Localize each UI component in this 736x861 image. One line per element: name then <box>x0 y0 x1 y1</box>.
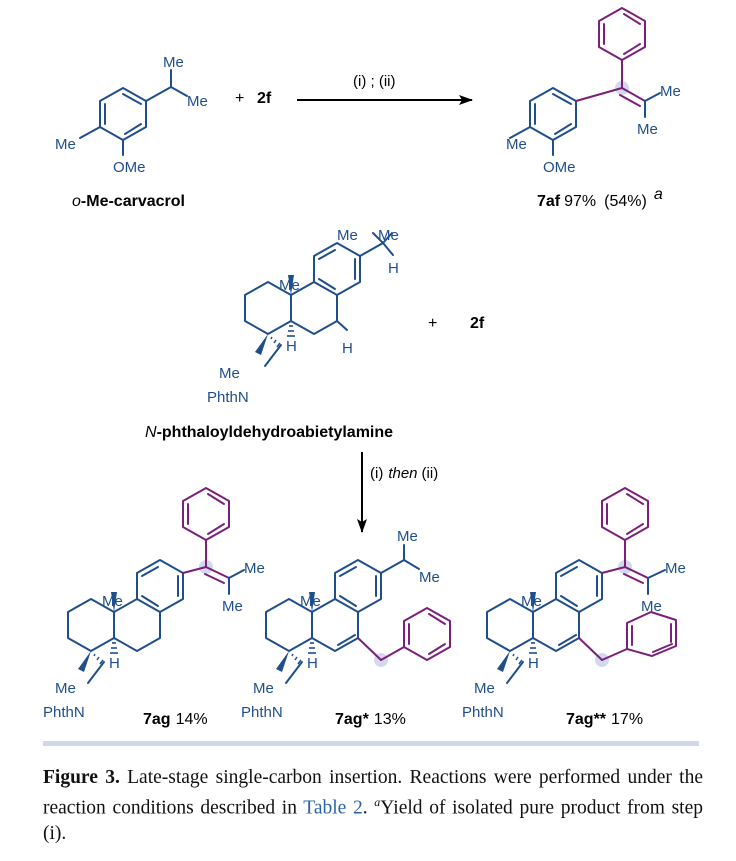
atom-me: Me <box>521 593 542 610</box>
substrate-n-phthaloyldehydroabietylamine: Me Me H H Me H Me PhthN <box>207 227 399 406</box>
atom-me: Me <box>665 560 686 577</box>
atom-me: Me <box>660 83 681 100</box>
plus-sign: + <box>428 315 437 332</box>
atom-me: Me <box>279 277 300 294</box>
atom-me: Me <box>163 54 184 71</box>
product-label-7af: 7af 97% (54%) a <box>537 186 663 210</box>
atom-me: Me <box>55 136 76 153</box>
figure-divider <box>43 741 699 746</box>
footnote-mark: a <box>374 795 381 809</box>
atom-h: H <box>528 655 539 672</box>
substrate-o-me-carvacrol: Me Me Me OMe <box>55 54 208 176</box>
table-2-link[interactable]: Table 2 <box>303 797 363 819</box>
atom-me: Me <box>637 121 658 138</box>
product-7af: Me OMe Me Me <box>506 7 681 176</box>
reagent-2f: 2f <box>470 315 485 332</box>
reaction-conditions: (i)then(ii) <box>370 465 438 482</box>
product-7ag-star: Me H Me PhthN Me Me <box>241 528 451 721</box>
product-7ag: Me H Me PhthN Me Me <box>43 487 265 721</box>
atom-ome: OMe <box>113 159 146 176</box>
atom-me: Me <box>641 598 662 615</box>
atom-me: Me <box>219 365 240 382</box>
atom-me: Me <box>337 227 358 244</box>
product-label-7ag-star: 7ag*13% <box>335 711 406 728</box>
atom-h: H <box>109 655 120 672</box>
atom-me: Me <box>187 93 208 110</box>
atom-me: Me <box>102 593 123 610</box>
atom-phthn: PhthN <box>207 389 249 406</box>
atom-me: Me <box>419 569 440 586</box>
atom-phthn: PhthN <box>43 704 85 721</box>
atom-me: Me <box>378 227 399 244</box>
atom-me: Me <box>222 598 243 615</box>
atom-me: Me <box>474 680 495 697</box>
caption-text: Late-stage single-carbon insertion. Reac… <box>43 767 703 819</box>
atom-me: Me <box>300 593 321 610</box>
atom-me: Me <box>397 528 418 545</box>
reaction-conditions: (i) ; (ii) <box>353 73 395 90</box>
atom-phthn: PhthN <box>462 704 504 721</box>
atom-h: H <box>342 340 353 357</box>
reagent-2f: 2f <box>257 90 272 107</box>
plus-sign: + <box>235 90 244 107</box>
caption-text: . <box>362 797 375 819</box>
caption-text: Yield of isolated pure product from step… <box>43 797 703 844</box>
atom-ome: OMe <box>543 159 576 176</box>
substrate-label: o-Me-carvacrol <box>72 193 185 210</box>
reaction-scheme: Me Me Me OMe o-Me-carvacrol + 2f (i) ; (… <box>43 7 686 728</box>
product-7ag-double-star: Me H Me PhthN Me Me <box>462 487 686 721</box>
atom-me: Me <box>506 136 527 153</box>
atom-me: Me <box>55 680 76 697</box>
atom-me: Me <box>244 560 265 577</box>
atom-phthn: PhthN <box>241 704 283 721</box>
atom-h: H <box>286 338 297 355</box>
substrate-label: N-phthaloyldehydroabietylamine <box>145 424 393 441</box>
atom-me: Me <box>253 680 274 697</box>
atom-h: H <box>388 260 399 277</box>
product-label-7ag-double-star: 7ag**17% <box>566 711 643 728</box>
figure-label: Figure 3. <box>43 767 120 788</box>
atom-h: H <box>307 655 318 672</box>
figure-caption: Figure 3. Late-stage single-carbon inser… <box>43 765 703 846</box>
